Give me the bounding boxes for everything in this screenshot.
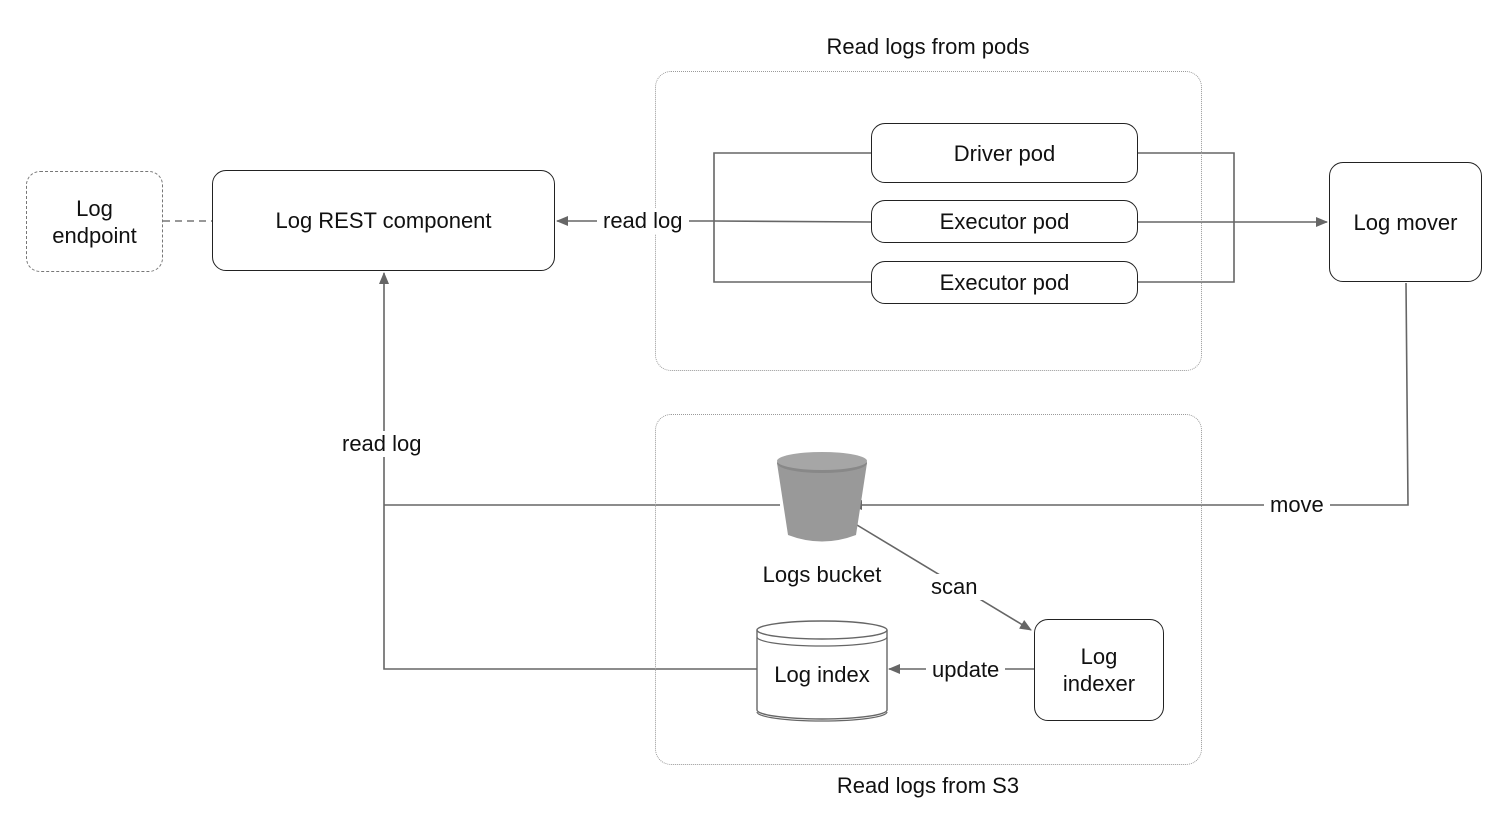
executor-pod-node[interactable]: Executor pod [871, 200, 1138, 243]
executor-pod-node[interactable]: Executor pod [871, 261, 1138, 304]
log-rest-component-label: Log REST component [275, 208, 492, 233]
read-log-pods-edge-label: read log [597, 208, 689, 234]
executor-pod-label: Executor pod [939, 270, 1070, 295]
scan-edge-label: scan [925, 574, 984, 600]
executor-pod-label: Executor pod [939, 209, 1070, 234]
pods-group-title: Read logs from pods [826, 34, 1030, 59]
bucket-icon [777, 452, 867, 542]
log-indexer-label: Log indexer [1062, 644, 1136, 696]
s3-group [655, 414, 1202, 765]
log-index-to-rest-line [379, 272, 757, 670]
s3-group-title: Read logs from S3 [836, 773, 1020, 798]
update-edge-label: update [926, 657, 1006, 683]
driver-pod-label: Driver pod [953, 140, 1056, 166]
log-rest-component-node[interactable]: Log REST component [212, 170, 555, 271]
move-arrow [850, 282, 1409, 510]
move-edge-label: move [1264, 492, 1330, 518]
log-mover-node[interactable]: Log mover [1329, 162, 1482, 282]
log-mover-label: Log mover [1353, 209, 1458, 235]
read-log-s3-edge-label: read log [336, 431, 428, 457]
log-endpoint-label: Log endpoint [52, 195, 137, 248]
pods-left-bracket [713, 152, 871, 283]
pods-right-bracket [1138, 152, 1235, 283]
driver-pod-node[interactable]: Driver pod [871, 123, 1138, 183]
database-icon [756, 620, 888, 722]
log-indexer-node[interactable]: Log indexer [1034, 619, 1164, 721]
logs-bucket-label: Logs bucket [762, 562, 882, 587]
log-index-label: Log index [774, 662, 870, 687]
executor-to-bracket-line [713, 220, 872, 223]
log-endpoint-node[interactable]: Log endpoint [26, 171, 163, 272]
